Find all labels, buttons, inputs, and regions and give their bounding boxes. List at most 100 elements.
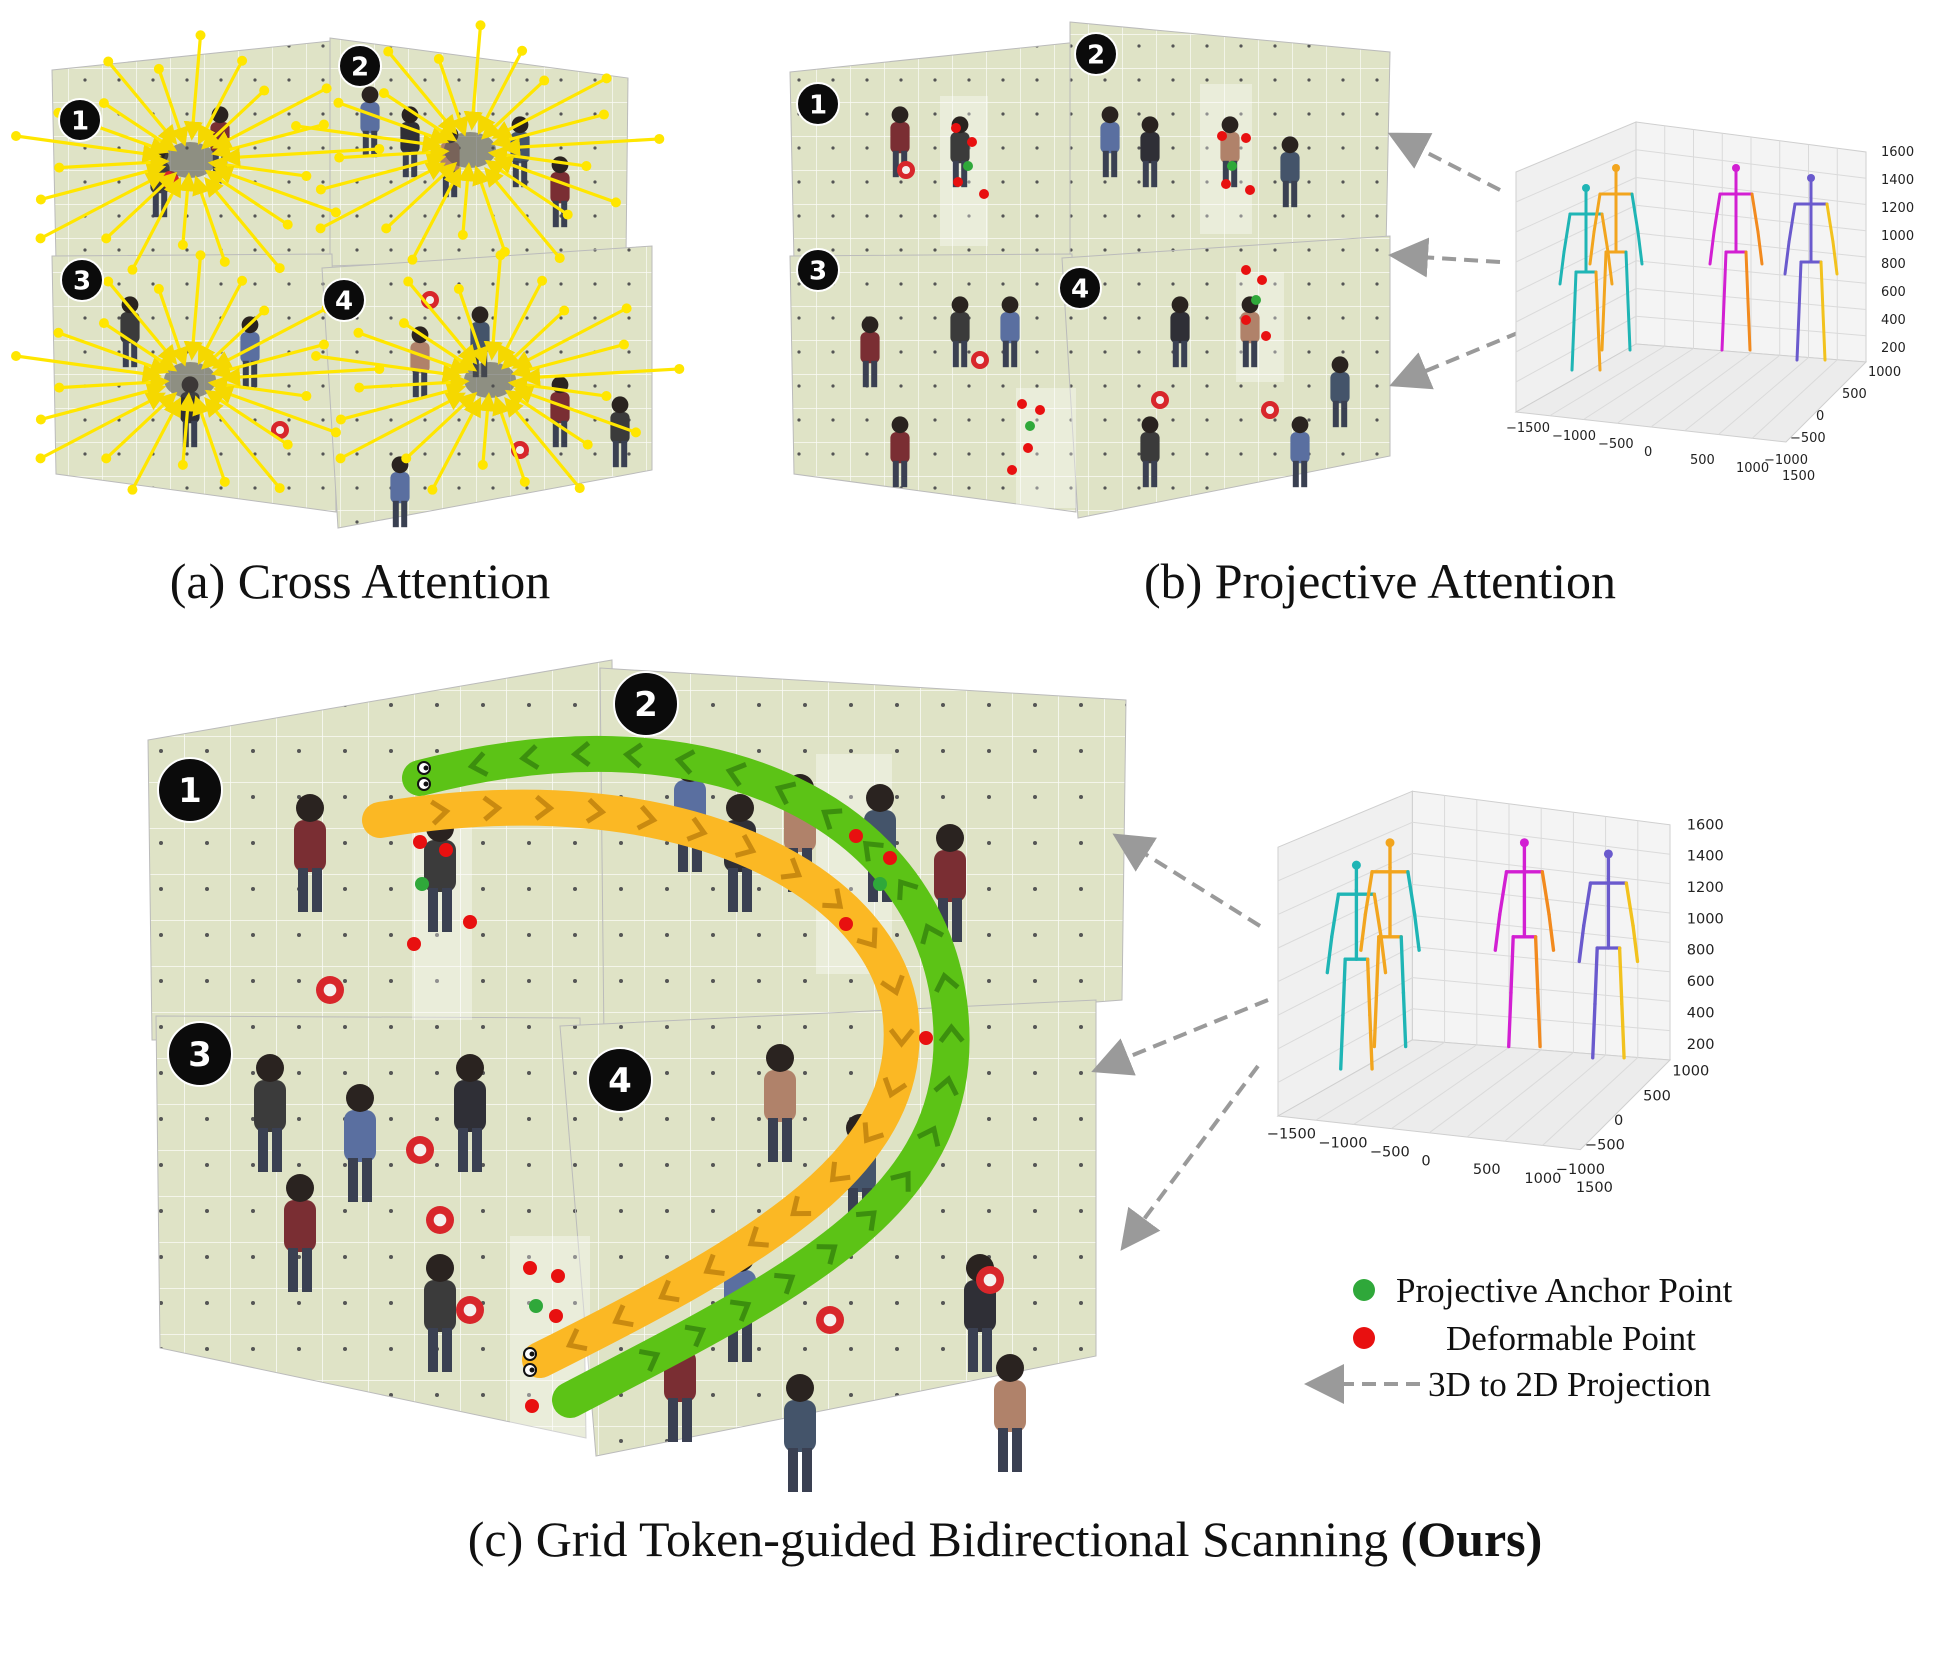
attention-source-point — [562, 209, 573, 220]
deformable-point — [951, 123, 961, 133]
attention-source-point — [54, 382, 65, 393]
projection-arrow — [1387, 132, 1501, 192]
person-body — [550, 392, 570, 424]
plot-gridline — [1635, 288, 1867, 310]
person-head — [726, 794, 754, 822]
view-badge-number: 1 — [71, 106, 89, 136]
attention-source-point — [381, 223, 392, 234]
person-leg — [312, 868, 322, 912]
person-body — [950, 312, 970, 344]
person-head — [951, 296, 969, 314]
skeleton-bone — [1379, 935, 1388, 975]
person-leg — [362, 130, 369, 158]
person-leg — [1282, 180, 1289, 208]
scan-chevron-orange — [829, 1161, 851, 1183]
person-head — [1221, 116, 1239, 134]
view-badge-number: 1 — [809, 90, 827, 120]
skeleton-bone — [1582, 881, 1593, 928]
projection-arrow — [1388, 237, 1501, 278]
y-tick-label: 0 — [1614, 1112, 1623, 1129]
attention-source-point — [374, 143, 385, 154]
person-leg — [1172, 340, 1179, 368]
attention-source-point — [403, 276, 414, 287]
person-leg — [1301, 460, 1308, 488]
skeleton-bone — [1572, 270, 1578, 324]
legend-anchor-label: Projective Anchor Point — [1396, 1271, 1733, 1310]
person-head — [1101, 106, 1119, 124]
projection-arrows — [1387, 132, 1521, 390]
attention-ray — [107, 280, 178, 365]
scan-chevron-orange — [822, 888, 844, 909]
view-badge: 3 — [60, 258, 104, 302]
attention-ray — [411, 166, 462, 261]
z-tick-label: 1400 — [1687, 848, 1724, 865]
attention-ray — [131, 176, 182, 271]
skeleton-bone — [1577, 923, 1586, 964]
view-badge: 4 — [1058, 266, 1102, 310]
view-badge-number: 3 — [809, 256, 827, 286]
attention-ray — [157, 68, 189, 147]
person-head — [471, 306, 489, 324]
person-body — [284, 1200, 316, 1252]
attention-ray — [213, 165, 337, 214]
person-head — [1281, 136, 1299, 154]
skeleton-bone — [1536, 991, 1542, 1049]
person-leg — [1102, 150, 1109, 178]
person-leg — [742, 868, 752, 912]
person-head — [1001, 296, 1019, 314]
attention-ray — [477, 49, 524, 135]
skeleton-bone — [1596, 320, 1602, 372]
attention-source-point — [311, 351, 322, 362]
deformable-point — [979, 189, 989, 199]
attention-source-point — [654, 133, 665, 144]
attention-source-point — [477, 459, 488, 470]
attention-source-point — [291, 121, 302, 132]
scan-chevron-green — [933, 1075, 959, 1097]
skeleton-joint — [1582, 184, 1590, 192]
attention-ray — [40, 161, 167, 202]
skeleton-bone — [1606, 250, 1614, 286]
scan-chevron-green — [774, 1272, 796, 1295]
caption-a: (a) Cross Attention — [170, 553, 551, 609]
attention-ray — [431, 396, 482, 491]
z-tick-label: 400 — [1687, 1004, 1715, 1021]
sampling-points — [951, 123, 1271, 475]
plate-center — [515, 445, 525, 455]
attention-source-point — [282, 219, 293, 230]
view-badge-circle — [322, 278, 366, 322]
person-leg — [512, 160, 519, 188]
person-body — [294, 820, 326, 872]
skeleton-joint — [1612, 164, 1620, 172]
skeleton-bone — [1570, 320, 1576, 372]
person-body — [1000, 312, 1020, 344]
skeleton-bone — [1750, 192, 1760, 234]
attention-ray — [39, 172, 166, 240]
skeleton-bone — [1831, 240, 1839, 276]
attention-source-point — [559, 305, 570, 316]
x-tick-label: 500 — [1690, 453, 1715, 468]
skeleton-bone — [1363, 870, 1374, 917]
plot-gridline — [1583, 348, 1694, 420]
attention-source-point — [378, 88, 389, 99]
person-head — [766, 1044, 794, 1072]
scan-chevron-orange — [734, 833, 757, 858]
attention-source-point — [453, 283, 464, 294]
person-leg — [458, 1128, 468, 1172]
attention-source-point — [398, 318, 409, 329]
z-tick-label: 1600 — [1687, 816, 1724, 833]
x-tick-label: 1500 — [1576, 1179, 1613, 1196]
attention-ray — [157, 288, 189, 367]
attention-source-point — [427, 484, 438, 495]
scan-chevron-orange — [790, 1195, 812, 1217]
attention-ray — [497, 279, 544, 365]
view-badge: 4 — [587, 1047, 653, 1113]
deformable-point — [439, 843, 453, 857]
skeleton-bone — [1756, 230, 1764, 266]
skeleton-bone — [1819, 260, 1825, 314]
person-leg — [302, 1248, 312, 1292]
person-body — [1140, 432, 1160, 464]
person-leg — [288, 1248, 298, 1292]
attention-source-point — [195, 30, 206, 41]
view-badge: 1 — [796, 82, 840, 126]
